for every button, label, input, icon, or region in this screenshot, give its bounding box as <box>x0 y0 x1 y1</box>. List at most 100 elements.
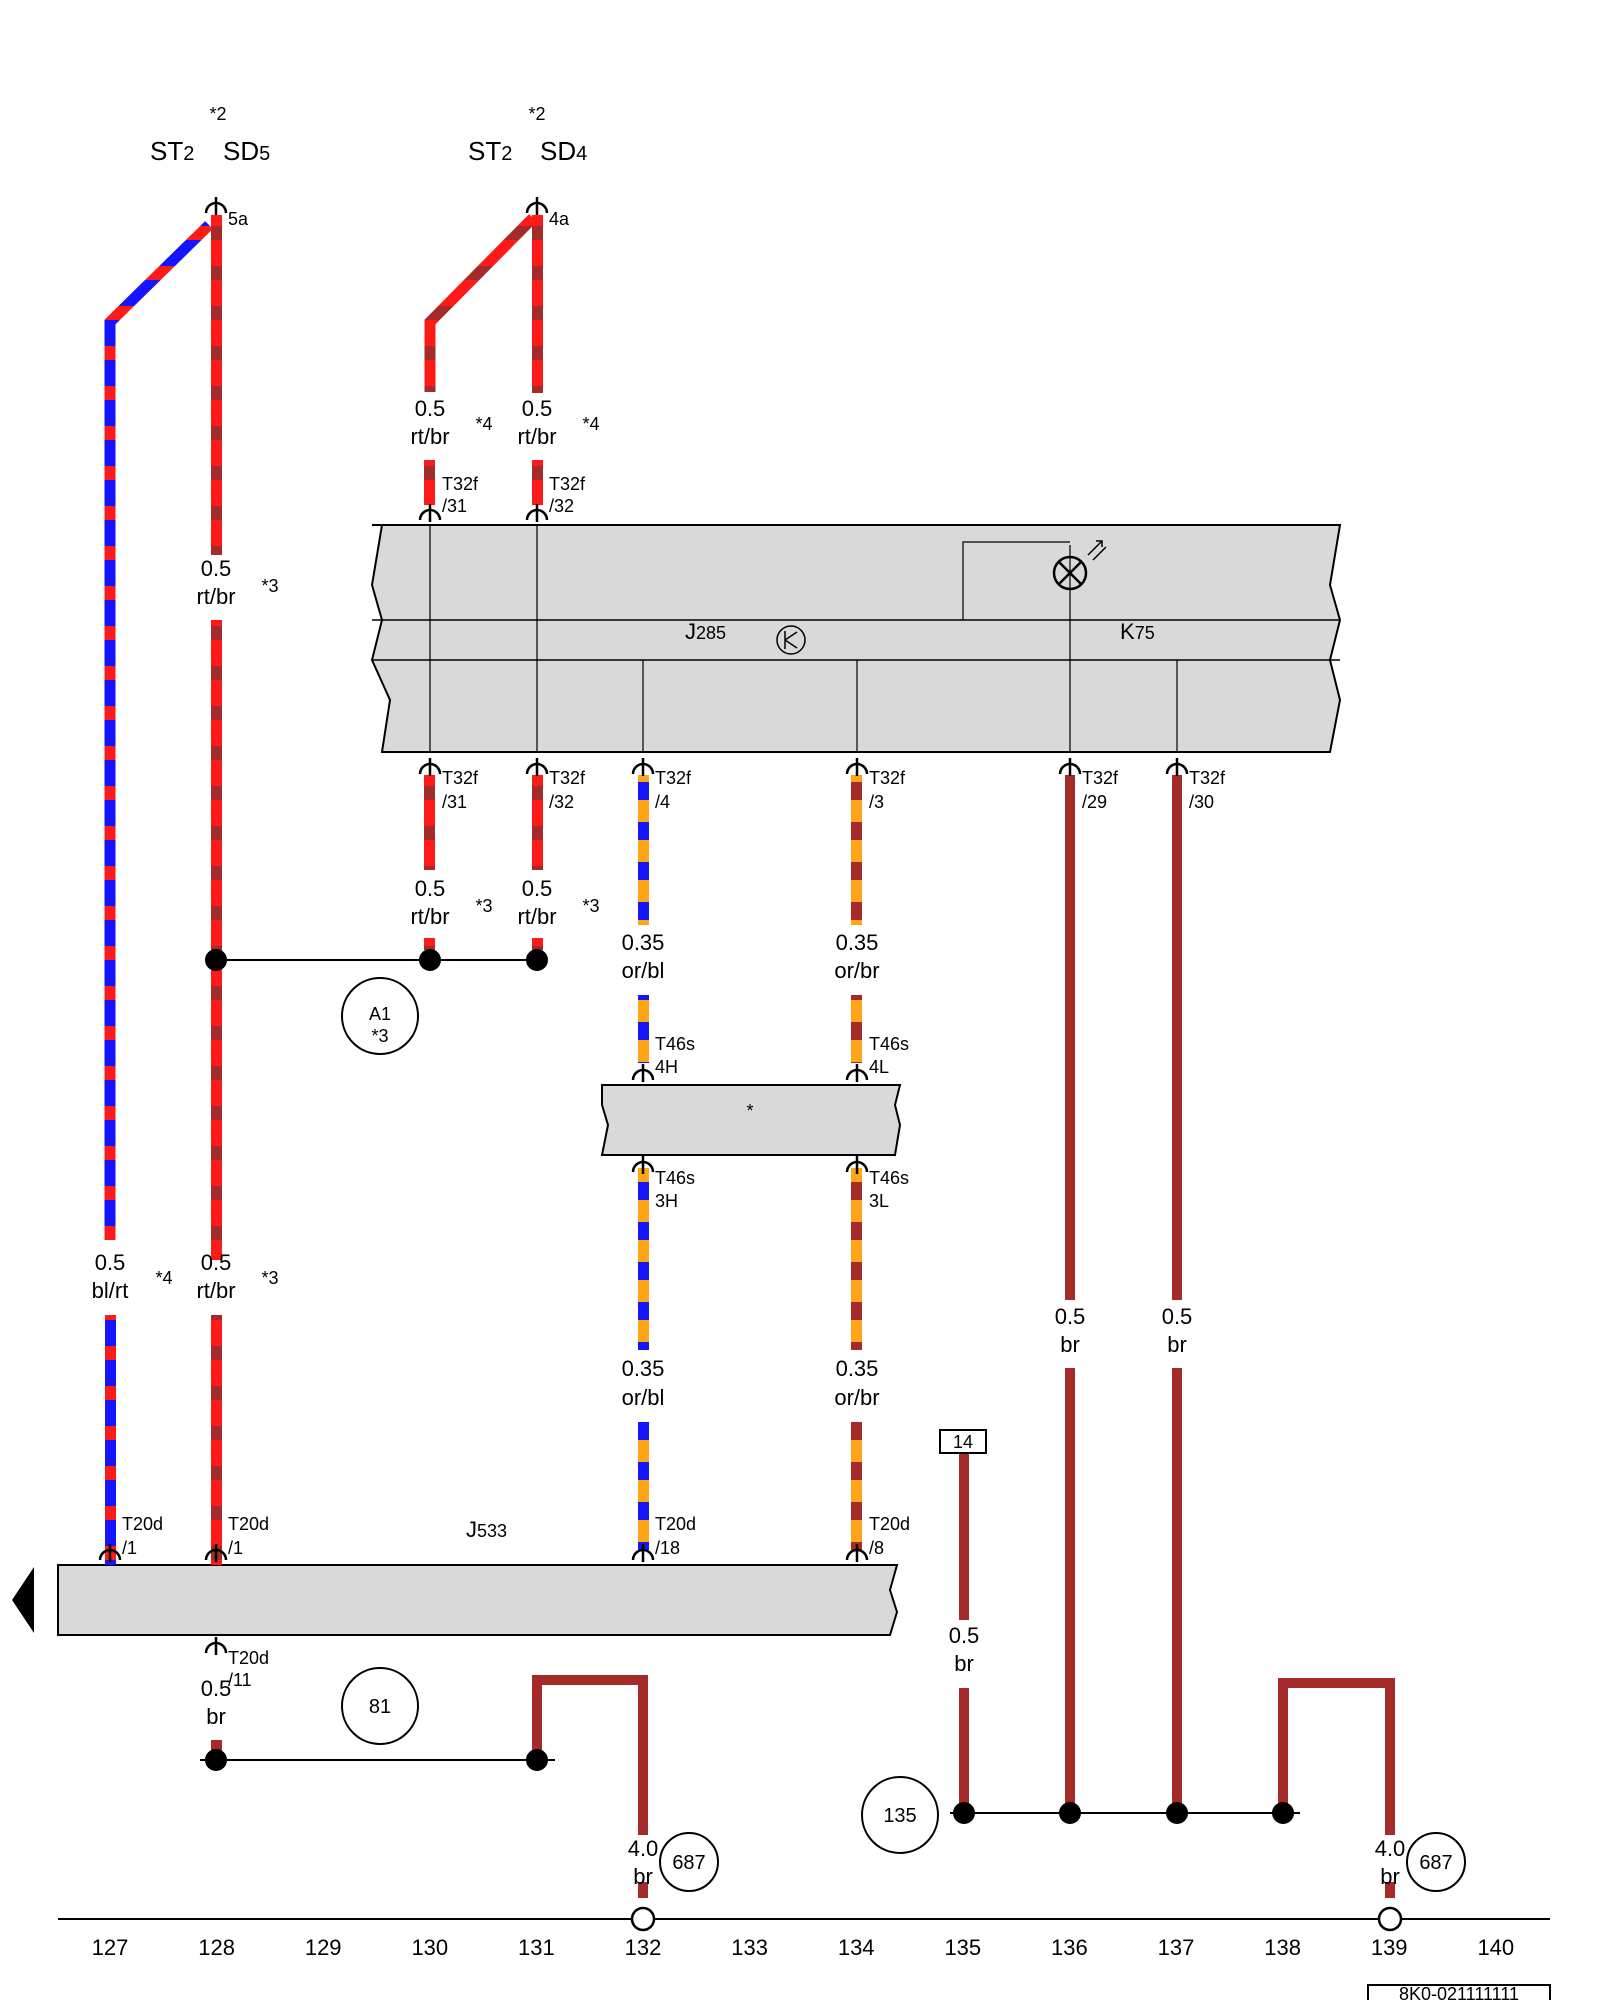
wire-label: 0.5 br <box>949 1623 980 1676</box>
ruler-number: 139 <box>1371 1935 1408 1960</box>
svg-text:br: br <box>1380 1864 1400 1889</box>
ruler-number: 134 <box>838 1935 875 1960</box>
ref-circle-687: 687 <box>659 1832 719 1892</box>
wire-label: 0.5 br <box>1162 1304 1193 1357</box>
header-st-label: ST2 <box>150 136 194 166</box>
svg-text:*3: *3 <box>475 896 492 916</box>
svg-text:*3: *3 <box>261 576 278 596</box>
ruler-number: 135 <box>944 1935 981 1960</box>
svg-text:br: br <box>1167 1332 1187 1357</box>
svg-text:0.5: 0.5 <box>201 1676 232 1701</box>
bulb-icon <box>1052 540 1107 591</box>
wire-label: 4.0br <box>628 1836 659 1889</box>
wire-label: 0.5rt/br*3 <box>410 876 492 929</box>
svg-text:T32f: T32f <box>1082 768 1119 788</box>
arrow-left-icon <box>12 1567 34 1633</box>
ruler-number: 127 <box>92 1935 129 1960</box>
svg-text:81: 81 <box>369 1696 391 1718</box>
svg-text:0.35: 0.35 <box>836 1356 879 1381</box>
connector-label: T32f/3 <box>869 768 906 812</box>
header-pin-label: 5a <box>228 209 249 229</box>
connector-label: T32f/31 <box>442 768 479 812</box>
j533-component <box>57 1564 899 1636</box>
ruler-number: 129 <box>305 1935 342 1960</box>
svg-text:*3: *3 <box>261 1268 278 1288</box>
svg-text:T32f: T32f <box>442 474 479 494</box>
svg-text:T20d: T20d <box>122 1514 163 1534</box>
connector-labels: T32f/31 T32f/32 T32f/31 T32f/32 T32f/4 T… <box>122 474 1226 1690</box>
wire-label: 4.0br <box>1375 1836 1406 1889</box>
svg-text:*3: *3 <box>371 1026 388 1046</box>
svg-text:bl/rt: bl/rt <box>92 1278 129 1303</box>
wire-label: 0.5rt/br*3 <box>517 876 599 929</box>
transistor-icon <box>776 625 806 655</box>
svg-text:3L: 3L <box>869 1191 889 1211</box>
svg-text:rt/br: rt/br <box>410 424 449 449</box>
svg-text:br: br <box>954 1651 974 1676</box>
svg-text:/29: /29 <box>1082 792 1107 812</box>
ruler-number: 133 <box>731 1935 768 1960</box>
svg-text:T20d: T20d <box>655 1514 696 1534</box>
svg-text:*4: *4 <box>582 414 599 434</box>
svg-text:/31: /31 <box>442 792 467 812</box>
ref-circle-a1: A1 *3 <box>341 977 419 1055</box>
svg-text:*3: *3 <box>582 896 599 916</box>
connector-label: T32f/32 <box>549 768 586 812</box>
connector-label: T20d/18 <box>655 1514 696 1558</box>
svg-text:T20d: T20d <box>869 1514 910 1534</box>
splice-dots <box>205 949 1294 1824</box>
svg-text:/1: /1 <box>228 1538 243 1558</box>
svg-text:/4: /4 <box>655 792 670 812</box>
svg-text:0.5: 0.5 <box>1162 1304 1193 1329</box>
svg-text:or/bl: or/bl <box>622 1385 665 1410</box>
header-marker: *2 <box>209 104 226 124</box>
header-pin-label: 4a <box>549 209 570 229</box>
svg-text:0.5: 0.5 <box>95 1250 126 1275</box>
svg-text:0.5: 0.5 <box>201 556 232 581</box>
svg-text:3H: 3H <box>655 1191 678 1211</box>
svg-text:0.35: 0.35 <box>836 930 879 955</box>
svg-text:rt/br: rt/br <box>410 904 449 929</box>
svg-text:rt/br: rt/br <box>196 1278 235 1303</box>
svg-text:/18: /18 <box>655 1538 680 1558</box>
svg-text:T20d: T20d <box>228 1648 269 1668</box>
ruler-number: 128 <box>198 1935 235 1960</box>
connector-label: T20d/11 <box>228 1648 269 1690</box>
svg-text:/1: /1 <box>122 1538 137 1558</box>
connector-label: T20d/1 <box>122 1514 163 1558</box>
svg-text:T32f: T32f <box>869 768 906 788</box>
gateway-label: * <box>746 1101 753 1121</box>
svg-text:4.0: 4.0 <box>628 1836 659 1861</box>
svg-text:/32: /32 <box>549 496 574 516</box>
svg-text:rt/br: rt/br <box>196 584 235 609</box>
footer-code-box: 8K0-021111111 <box>1367 1984 1551 2000</box>
svg-text:/30: /30 <box>1189 792 1214 812</box>
svg-text:or/bl: or/bl <box>622 958 665 983</box>
svg-text:0.5: 0.5 <box>949 1623 980 1648</box>
wire-label: 0.5br <box>201 1676 232 1729</box>
svg-text:T46s: T46s <box>869 1168 909 1188</box>
svg-text:T46s: T46s <box>655 1168 695 1188</box>
svg-text:0.5: 0.5 <box>522 876 553 901</box>
header-st-label: ST2 <box>468 136 512 166</box>
connector-pin-icons <box>98 197 1189 1655</box>
header-sd-label: SD4 <box>540 136 587 166</box>
wire-label: 0.5rt/br*4 <box>410 396 492 449</box>
svg-text:/8: /8 <box>869 1538 884 1558</box>
svg-text:4H: 4H <box>655 1057 678 1077</box>
wires <box>104 214 1395 1898</box>
svg-text:687: 687 <box>1419 1852 1452 1874</box>
header-sd-label: SD5 <box>223 136 270 166</box>
ruler-number: 131 <box>518 1935 555 1960</box>
footer-code: 8K0-021111111 <box>1399 1984 1519 2000</box>
ref-circle-81: 81 <box>341 1667 419 1745</box>
svg-text:0.5: 0.5 <box>201 1250 232 1275</box>
connector-label: T20d/8 <box>869 1514 910 1558</box>
svg-text:T20d: T20d <box>228 1514 269 1534</box>
wire-label: 0.5 rt/br *3 <box>196 1250 278 1303</box>
header-right: *2 ST2 SD4 4a <box>468 104 587 229</box>
j285-label: J285 <box>685 619 726 644</box>
svg-text:T32f: T32f <box>1189 768 1226 788</box>
